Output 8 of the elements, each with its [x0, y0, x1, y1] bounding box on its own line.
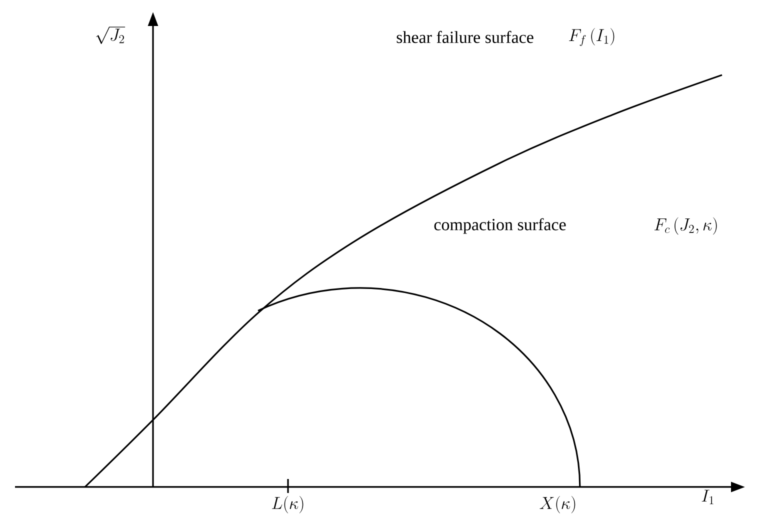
- curve-label: compaction surface: [434, 218, 566, 234]
- curve-label: $F_f\left(I_1\right)$: [569, 28, 614, 46]
- axis-label: $\sqrt{J_2}$: [96, 26, 126, 44]
- tick-label: $X(\kappa)$: [540, 496, 576, 514]
- tick-label: $L(\kappa)$: [272, 496, 304, 514]
- curve-label: shear failure surface: [396, 30, 534, 44]
- axis-label: $I_1$: [702, 490, 714, 504]
- curve-label: $F_c\left(J_2,\kappa\right)$: [654, 217, 717, 235]
